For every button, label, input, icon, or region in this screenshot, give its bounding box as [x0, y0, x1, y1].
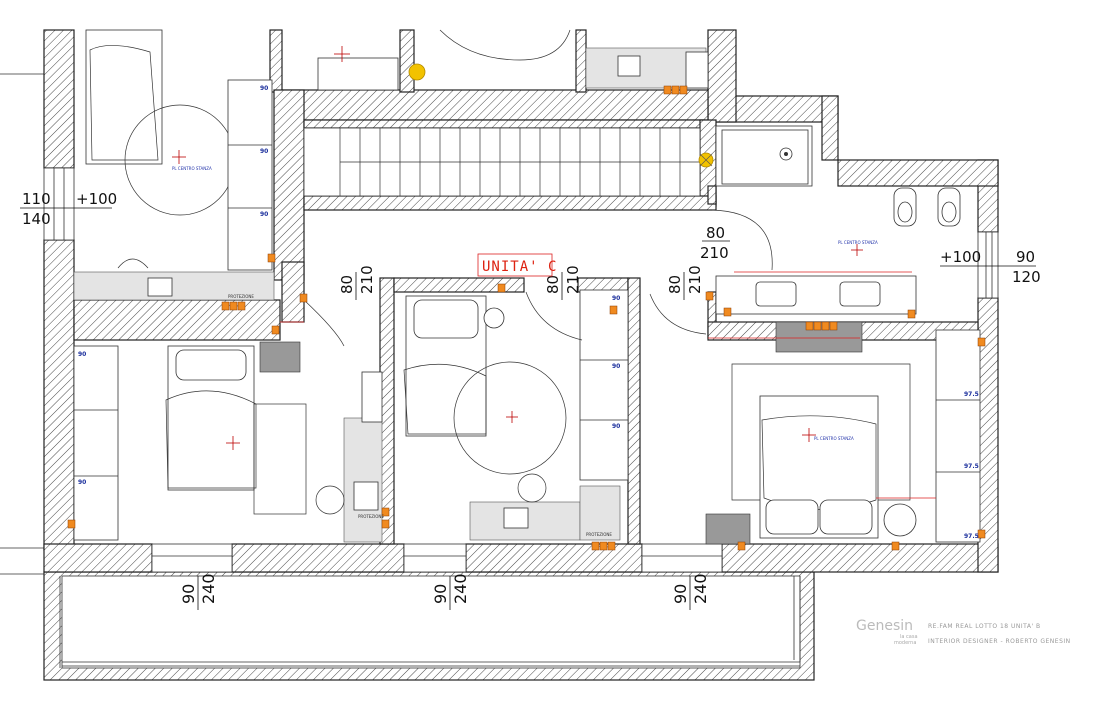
dimension-labels: 110 140 +100 90 120 +100 80 210 80 210 8… [20, 190, 1041, 610]
dim-door3-w: 80 [666, 275, 684, 294]
outer-walls [43, 29, 999, 573]
wardrobe-label: 90 [260, 85, 268, 92]
dim-door1-w: 80 [338, 275, 356, 294]
dim-door3-h: 210 [686, 265, 704, 294]
brand-logo: Genesin [856, 618, 913, 634]
bottom-left-bedroom [73, 299, 383, 543]
dim-win2-w: 90 [431, 584, 450, 604]
dim-win1-w: 90 [179, 584, 198, 604]
unit-label-group: UNITA' C [477, 253, 557, 277]
wardrobe-label: 90 [612, 423, 620, 430]
dim-win1-h: 240 [199, 573, 218, 604]
tech-label: PROTEZIONE [358, 514, 384, 519]
dim-win3-w: 90 [671, 584, 690, 604]
wardrobe-labels: 90 90 90 90 90 90 90 90 97.5 97.5 97.5 [78, 85, 979, 540]
wardrobe-label: 90 [612, 363, 620, 370]
bathroom [698, 125, 961, 315]
dim-right-window-bottom: 120 [1012, 268, 1041, 286]
unit-label: UNITA' C [482, 259, 557, 275]
wardrobe-label: 90 [78, 351, 86, 358]
dim-door2-w: 80 [544, 275, 562, 294]
wardrobe-label: 90 [260, 148, 268, 155]
dim-door1-h: 210 [358, 265, 376, 294]
logo-subtitle: moderna [894, 640, 916, 646]
dim-win2-h: 240 [451, 573, 470, 604]
wardrobe-label: 90 [612, 295, 620, 302]
dim-right-window-top: 90 [1016, 248, 1035, 266]
dim-bath-door-bottom: 210 [700, 244, 729, 262]
designer-name: INTERIOR DESIGNER - ROBERTO GENESIN [928, 638, 1071, 645]
tech-label: PROTEZIONE [586, 532, 612, 537]
wardrobe-label: 90 [260, 211, 268, 218]
tech-label: PROTEZIONE [228, 294, 254, 299]
top-left-bedroom [73, 29, 275, 301]
dim-left-window-top: 110 [22, 190, 51, 208]
windows [43, 167, 999, 573]
project-title: RE.FAM REAL LOTTO 18 UNITA' B [928, 623, 1041, 630]
top-rooms [317, 29, 709, 91]
internal-walls [73, 89, 979, 545]
middle-bedroom [403, 289, 629, 541]
dim-win3-h: 240 [691, 573, 710, 604]
wardrobe-label: 97.5 [964, 463, 979, 470]
wardrobe-label: 90 [78, 479, 86, 486]
staircase [303, 127, 701, 197]
dim-door2-h: 210 [564, 265, 582, 294]
light-point-label: PL CENTRO STANZA [172, 166, 212, 171]
electrical-outlets [67, 85, 986, 551]
designer-credit: Genesin la casa moderna RE.FAM REAL LOTT… [856, 618, 1071, 646]
room-labels: PL CENTRO STANZA PL CENTRO STANZA PL CEN… [172, 166, 878, 537]
dim-left-window-bottom: 140 [22, 210, 51, 228]
master-bedroom [649, 293, 981, 545]
light-point-label: PL CENTRO STANZA [814, 436, 854, 441]
wardrobe-label: 97.5 [964, 391, 979, 398]
dim-right-sill: +100 [940, 248, 981, 266]
dim-bath-door-top: 80 [706, 224, 725, 242]
light-point-label: PL CENTRO STANZA [838, 240, 878, 245]
logo-subtitle: la casa [900, 634, 918, 640]
balcony [0, 73, 815, 681]
dim-left-sill: +100 [76, 190, 117, 208]
wardrobe-label: 97.5 [964, 533, 979, 540]
